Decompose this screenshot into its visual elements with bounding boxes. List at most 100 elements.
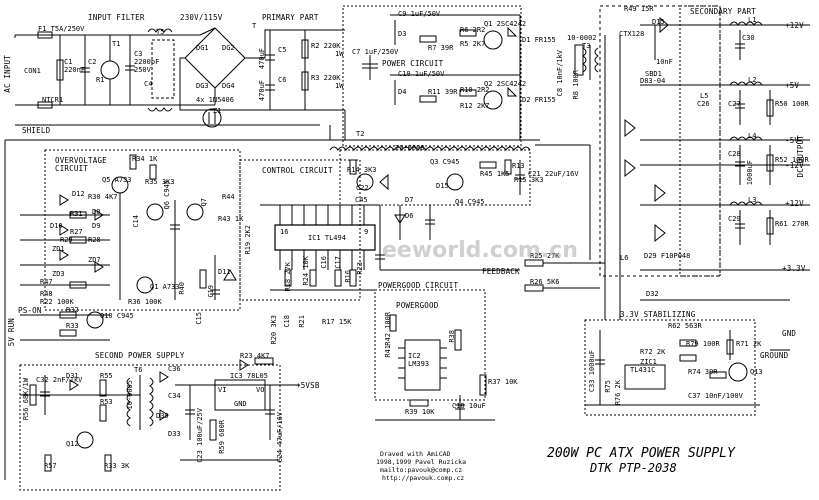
component-label: DG4 [222,82,235,90]
ground-label: GROUND [760,351,789,360]
control-circuit-block [240,160,605,300]
component-label: D2 FR155 [522,96,556,104]
component-label: Q5 A733 [102,176,132,184]
component-label: D31 [66,372,79,380]
component-label: 20-0008 [395,144,425,152]
component-label: C4 [144,80,153,88]
component-label: C18 [283,315,291,328]
secondary-part-title: SECONDARY PART [690,7,757,16]
component-label: SBD1 [645,70,662,78]
component-label: C1 220nF [64,58,86,74]
component-label: T5 [156,28,165,36]
component-label: R39 10K [405,408,435,416]
component-label: R76 2K [614,380,622,406]
component-label: R12 2K7 [460,102,490,110]
component-label: R43 1K [218,215,244,223]
bridge-rectifier [160,28,308,127]
input-filter-block [15,29,320,125]
component-label: R22 100K [40,298,74,306]
overvoltage-block [20,150,240,310]
component-label: R27 [70,228,83,236]
component-label: D30 [156,412,169,420]
component-label: ZIC1 [640,358,657,366]
component-label: 16 [280,228,289,236]
ac-input-label: AC INPUT [3,55,12,93]
component-label: R38 [448,330,456,343]
component-label: D9 [92,222,101,230]
component-label: R79 100R [686,340,720,348]
component-label: 10nF [656,58,673,66]
component-label: R37 10K [488,378,518,386]
component-label: DG1 [196,44,209,52]
component-label: Q4 C945 [455,198,485,206]
component-label: Q13 [750,368,763,376]
component-label: R7 39R [428,44,454,52]
powergood-label: POWERGOOD [396,301,439,310]
component-label: D7 [405,196,414,204]
component-label: C36 [168,365,181,373]
component-label: R36 100K [128,298,162,306]
credit-line: Draved with AmiCAD [380,450,451,458]
control-circuit-title: CONTROL CIRCUIT [262,166,333,175]
component-label: C33 1000uF [588,350,596,393]
mains-switch-label: 230V/115V [180,13,223,22]
stabilizing-title: 3.3V STABILIZING [620,310,696,319]
component-label: R14 3K3 [347,166,377,174]
input-filter-title: INPUT FILTER [88,13,145,22]
component-label: D12 [72,190,85,198]
schematic-title: 200W PC ATX POWER SUPPLY [547,446,735,461]
gnd-label: GND [782,329,797,338]
component-label: D83-04 [640,77,666,85]
component-label: R53 [100,398,113,406]
component-label: D6 [405,212,414,220]
component-label: C24 47uF/16V [276,412,284,463]
component-label: 9 [364,228,369,236]
power-circuit-title: POWER CIRCUIT [382,59,444,68]
output-label: +3.3V [782,264,806,273]
component-label: C6 [278,76,287,84]
output-label: +5V [785,81,800,90]
component-label: L2 [748,76,757,84]
component-label: R59 680R [218,420,226,454]
component-label: C14 [132,215,140,228]
component-label: GND [234,400,247,408]
component-label: 1W [335,50,344,58]
component-label: R29 [60,236,73,244]
component-label: D10 [50,222,63,230]
component-label: L1 [748,16,757,24]
component-label: IC3 78L05 [230,372,268,380]
component-label: C32 2nF/1kV [36,376,83,384]
component-label: TL431C [630,366,656,374]
component-label: R20 3K3 [270,315,278,345]
component-label: D1 FR155 [522,36,556,44]
component-label: 10-0005 [126,380,134,410]
output-label: -12V [785,161,804,170]
component-label: D11 [218,268,231,276]
credit-line: 1998,1999 Pavel Ruzicka [376,458,467,466]
component-label: L5 [700,92,709,100]
component-label: T [252,22,257,30]
output-label: -5V [785,136,800,145]
component-label: C21 22uF/16V [528,170,579,178]
shield-label: SHIELD [22,126,51,135]
component-label: 4x 1N5406 [196,96,234,104]
component-label: R34 1K [132,155,158,163]
component-label: IC1 TL494 [308,234,346,242]
component-label: C8 10nF/1kV [556,50,564,97]
component-label: R30 4K7 [88,193,118,201]
powergood-circuit-title: POWERGOOD CIRCUIT [378,281,459,290]
powergood-block [375,290,495,420]
component-label: C34 [168,392,181,400]
output-label: +12V [785,199,804,208]
component-label: C5 [278,46,287,54]
component-label: C28 [728,150,741,158]
component-label: R8 100R [572,70,580,100]
component-label: R74 39R [688,368,718,376]
component-label: R25 27K [530,252,560,260]
stabilizing-block [585,320,790,415]
component-label: Q10 C945 [100,312,134,320]
component-label: Q6 C945 [163,180,171,210]
component-label: T3 [582,42,591,50]
component-label: R45 1K5 [480,170,510,178]
run-5v-label: 5V RUN [7,318,16,347]
